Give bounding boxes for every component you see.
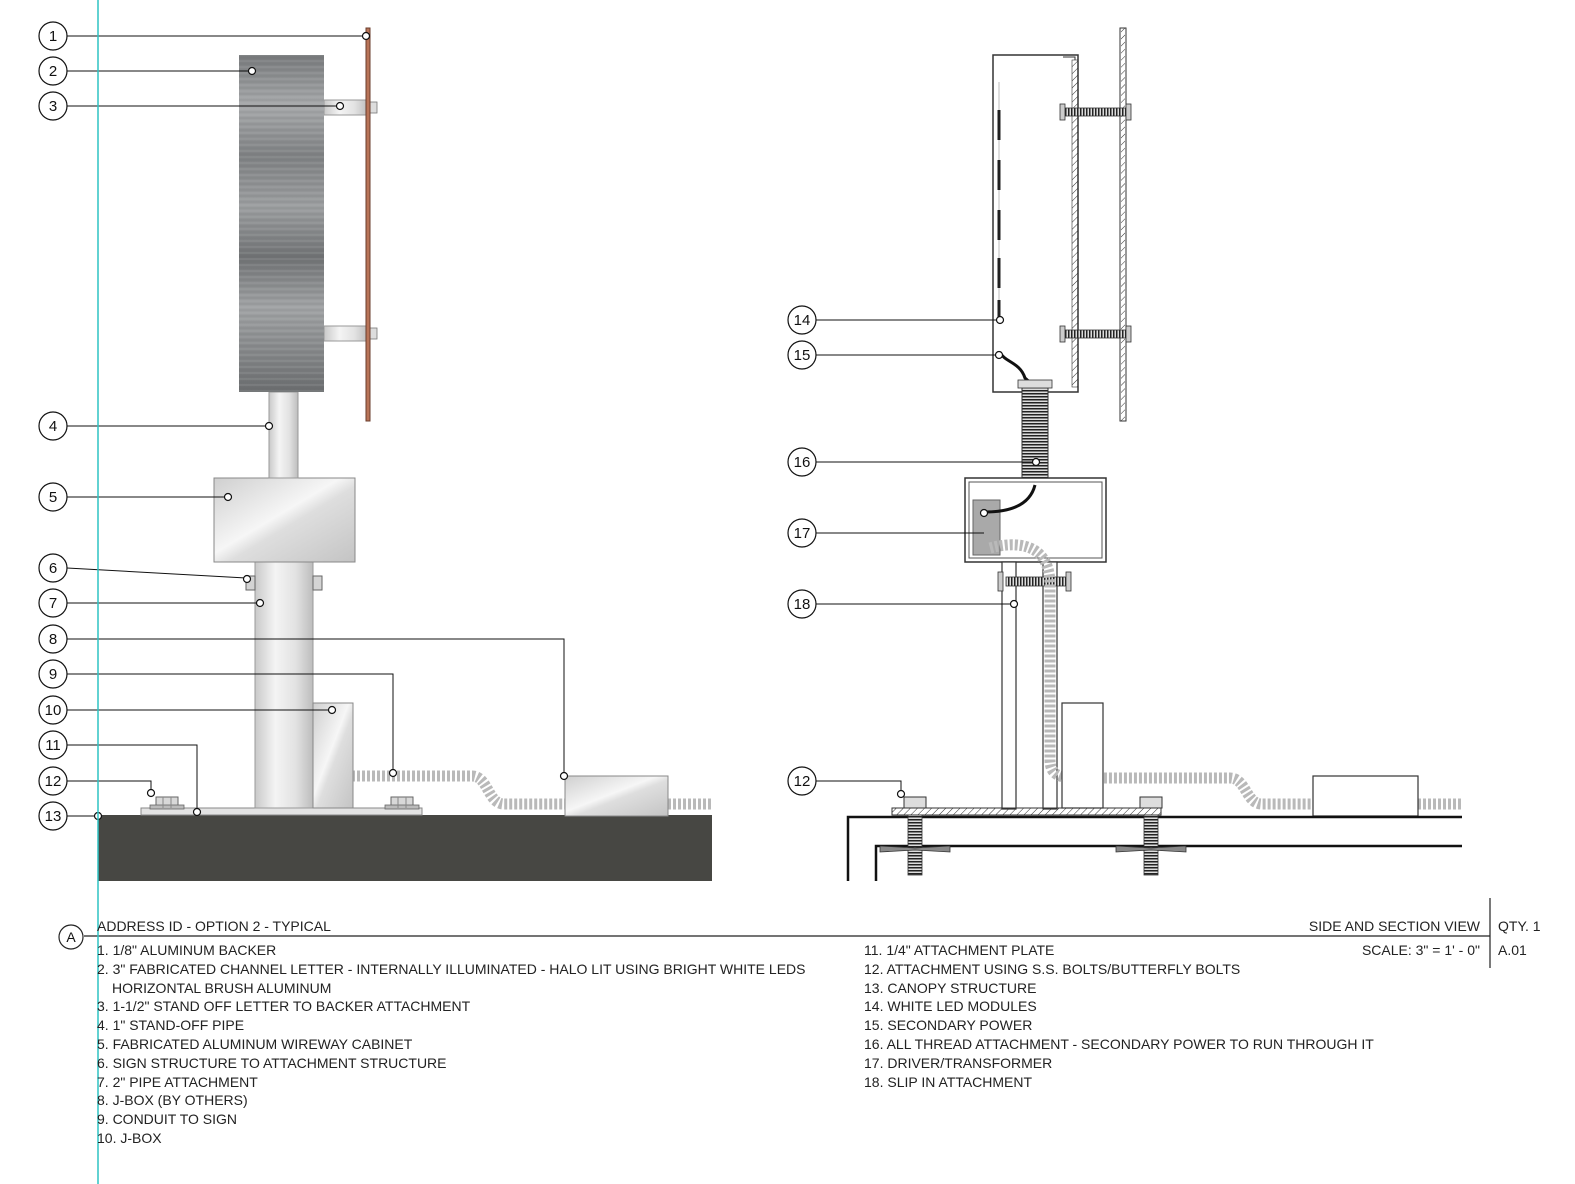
note-item: 17. DRIVER/TRANSFORMER	[864, 1054, 1053, 1071]
section-attachment-plate	[891, 807, 1162, 816]
leader-lines	[66, 35, 1036, 817]
callout-bubble: 14	[787, 305, 817, 335]
callout-bubble: 6	[38, 553, 68, 583]
svg-text:11: 11	[45, 737, 61, 754]
note-item: 9. CONDUIT TO SIGN	[97, 1111, 238, 1128]
bolt-left	[149, 796, 185, 810]
callout-bubble: 7	[38, 588, 68, 618]
callout-bubble: 2	[38, 56, 68, 86]
svg-text:12: 12	[45, 773, 62, 790]
callout-bubble: 11	[38, 730, 68, 760]
note-item: 13. CANOPY STRUCTURE	[864, 979, 1037, 996]
svg-text:4: 4	[49, 418, 57, 435]
structure-bolt-right	[312, 575, 323, 591]
scale-label: SCALE: 3" = 1' - 0"	[1361, 942, 1480, 958]
callouts-right: 14 15 16 17 18 12	[787, 305, 817, 796]
section-bolt-left	[879, 796, 951, 876]
leader-dots	[93, 31, 1041, 821]
detail-id: A	[66, 929, 76, 945]
callout-bubble: 18	[787, 589, 817, 619]
svg-text:16: 16	[794, 454, 811, 471]
section-rod-lower	[1061, 329, 1129, 339]
structure-bolt-left	[245, 575, 256, 591]
svg-text:8: 8	[49, 631, 57, 648]
section-conduit	[988, 539, 1462, 810]
callout-bubble: 3	[38, 91, 68, 121]
pipe-attachment	[254, 561, 314, 809]
svg-text:17: 17	[794, 525, 811, 542]
svg-text:15: 15	[794, 347, 811, 364]
note-item: 6. SIGN STRUCTURE TO ATTACHMENT STRUCTUR…	[97, 1054, 447, 1071]
drawing-title: ADDRESS ID - OPTION 2 - TYPICAL	[97, 918, 331, 934]
svg-text:10: 10	[45, 702, 62, 719]
slip-in-attachment	[1001, 561, 1017, 810]
all-thread-attachment	[1021, 385, 1049, 483]
callouts-left: 1 2 3 4 5 6 7 8 9 10 11 12 13	[38, 21, 68, 831]
notes-right: 11. 1/4" ATTACHMENT PLATE 12. ATTACHMENT…	[864, 941, 1374, 1091]
note-item: 11. 1/4" ATTACHMENT PLATE	[864, 942, 1055, 958]
svg-text:2: 2	[49, 63, 57, 80]
section-view	[846, 27, 1462, 881]
note-item: 1. 1/8" ALUMINUM BACKER	[97, 942, 277, 958]
notes-left: 1. 1/8" ALUMINUM BACKER 2. 3" FABRICATED…	[97, 941, 805, 1148]
conduit-to-sign	[352, 770, 712, 810]
callout-bubble: 5	[38, 482, 68, 512]
note-item: 16. ALL THREAD ATTACHMENT - SECONDARY PO…	[864, 1035, 1374, 1052]
note-item: 18. SLIP IN ATTACHMENT	[864, 1073, 1033, 1090]
j-box-by-others	[564, 775, 669, 817]
svg-text:18: 18	[794, 596, 811, 613]
note-item: 14. WHITE LED MODULES	[864, 998, 1037, 1015]
section-j-box-by-others	[1312, 775, 1419, 817]
wireway-cabinet	[213, 477, 356, 563]
note-item: 5. FABRICATED ALUMINUM WIREWAY CABINET	[97, 1035, 413, 1052]
note-item: 3. 1-1/2" STAND OFF LETTER TO BACKER ATT…	[97, 998, 471, 1015]
qty-label: QTY. 1	[1498, 918, 1541, 934]
svg-text:14: 14	[794, 312, 811, 329]
svg-text:9: 9	[49, 666, 57, 683]
stand-off-pipe	[268, 391, 299, 479]
note-item: HORIZONTAL BRUSH ALUMINUM	[112, 979, 332, 996]
callout-bubble: 10	[38, 695, 68, 725]
callout-bubble: 12	[38, 766, 68, 796]
note-item: 2. 3" FABRICATED CHANNEL LETTER - INTERN…	[97, 960, 806, 977]
note-item: 10. J-BOX	[97, 1129, 162, 1146]
view-label: SIDE AND SECTION VIEW	[1308, 918, 1480, 934]
callout-bubble: 1	[38, 21, 68, 51]
note-item: 4. 1" STAND-OFF PIPE	[97, 1017, 245, 1034]
sheet-ref: A.01	[1498, 942, 1527, 958]
note-item: 15. SECONDARY POWER	[864, 1017, 1033, 1034]
section-bolt-right	[1115, 796, 1187, 876]
callout-bubble: 17	[787, 518, 817, 548]
callout-bubble: 15	[787, 340, 817, 370]
svg-text:1: 1	[49, 28, 57, 45]
callout-bubble: 16	[787, 447, 817, 477]
svg-text:12: 12	[794, 773, 811, 790]
note-item: 12. ATTACHMENT USING S.S. BOLTS/BUTTERFL…	[864, 960, 1241, 977]
title-block-lines	[58, 898, 1491, 968]
section-canopy	[846, 815, 1462, 881]
section-rod-upper	[1061, 107, 1129, 117]
note-item: 8. J-BOX (BY OTHERS)	[97, 1092, 248, 1109]
svg-text:7: 7	[49, 595, 57, 612]
bolt-right	[384, 796, 420, 810]
side-view	[98, 27, 712, 881]
j-box	[312, 702, 354, 809]
note-item: 7. 2" PIPE ATTACHMENT	[97, 1073, 258, 1090]
callout-bubble: 4	[38, 411, 68, 441]
svg-text:13: 13	[45, 808, 62, 825]
callout-bubble: 8	[38, 624, 68, 654]
aluminum-backer	[365, 27, 371, 422]
svg-text:3: 3	[49, 98, 57, 115]
callout-bubble: 13	[38, 801, 68, 831]
callout-bubble: 9	[38, 659, 68, 689]
callout-bubble: 12	[787, 766, 817, 796]
section-j-box	[1061, 702, 1104, 809]
svg-text:6: 6	[49, 560, 57, 577]
standoff-lower	[323, 325, 369, 342]
canopy-structure	[98, 815, 712, 881]
standoff-upper	[323, 99, 369, 116]
svg-text:5: 5	[49, 489, 57, 506]
